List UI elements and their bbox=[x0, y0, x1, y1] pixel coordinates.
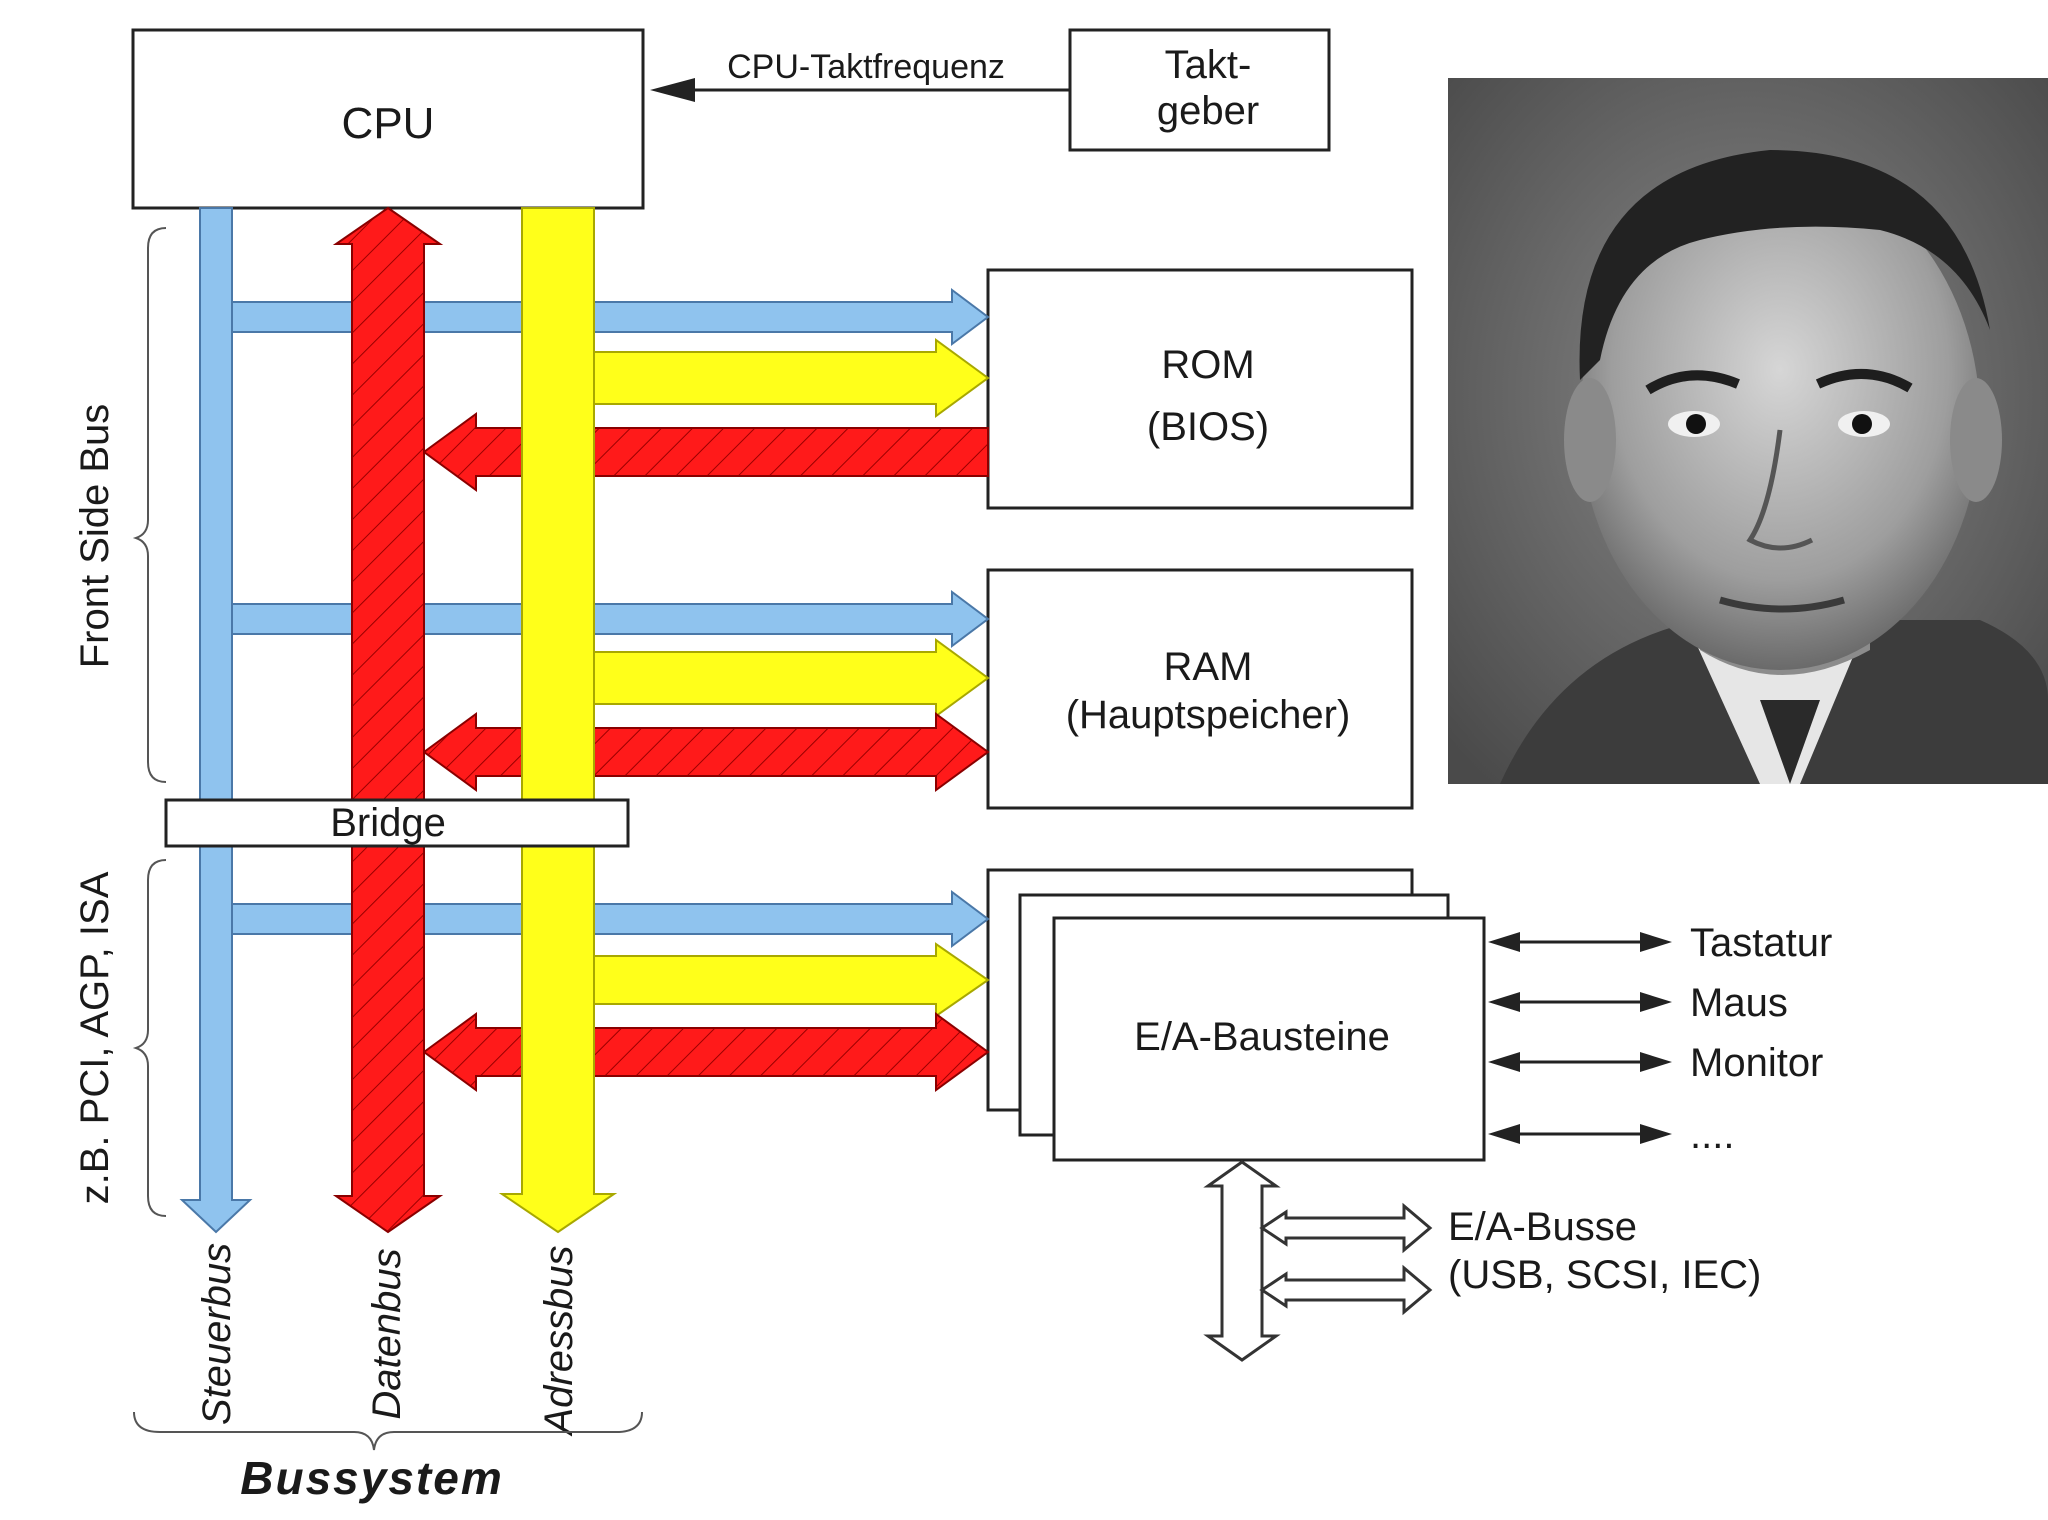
io-modules-stack: E/A-Bausteine bbox=[986, 868, 1486, 1162]
control-bus-to-io bbox=[231, 890, 990, 948]
io-bus-branch-upper bbox=[1259, 1202, 1433, 1254]
address-bus-to-ram bbox=[593, 638, 990, 718]
rom-label-line2: (BIOS) bbox=[1147, 405, 1269, 449]
data-bus-vertical bbox=[332, 206, 444, 1234]
clock-box: Takt- geber bbox=[1068, 28, 1331, 152]
peripheral-more: .... bbox=[1690, 1113, 1734, 1157]
io-connections bbox=[231, 890, 990, 1092]
rom-box: ROM (BIOS) bbox=[986, 268, 1414, 510]
cpu-box: CPU bbox=[131, 28, 645, 210]
control-bus-to-ram bbox=[231, 590, 990, 648]
io-bus-vertical bbox=[1203, 1160, 1281, 1362]
clock-signal-label: CPU-Taktfrequenz bbox=[727, 48, 1005, 86]
control-bus-to-rom bbox=[231, 288, 990, 346]
front-side-bus-label: Front Side Bus bbox=[73, 404, 117, 669]
io-bus-branch-lower bbox=[1259, 1264, 1433, 1316]
expansion-bus-brace: z.B. PCI, AGP, ISA bbox=[73, 859, 167, 1217]
bus-system-label: Bussystem bbox=[240, 1452, 503, 1504]
peripheral-monitor: Monitor bbox=[1690, 1041, 1823, 1085]
address-bus-label: Adressbus bbox=[537, 1246, 581, 1437]
bus-system-brace bbox=[133, 1411, 643, 1451]
expansion-bus-label: z.B. PCI, AGP, ISA bbox=[73, 871, 117, 1204]
peripheral-mouse: Maus bbox=[1690, 981, 1788, 1025]
rom-connections bbox=[231, 288, 990, 492]
clock-label-line1: Takt- bbox=[1165, 43, 1252, 87]
ram-label-line1: RAM bbox=[1164, 645, 1253, 689]
ram-connections bbox=[231, 590, 990, 792]
cpu-label: CPU bbox=[342, 99, 435, 148]
data-bus-from-rom bbox=[422, 412, 989, 492]
io-buses-label-line2: (USB, SCSI, IEC) bbox=[1448, 1253, 1761, 1297]
bridge-label: Bridge bbox=[330, 801, 446, 845]
data-bus-io bbox=[422, 1012, 990, 1092]
data-bus-ram bbox=[422, 712, 990, 792]
address-bus-to-io bbox=[593, 942, 990, 1018]
more-arrow bbox=[1488, 1124, 1672, 1144]
ram-label-line2: (Hauptspeicher) bbox=[1066, 693, 1351, 737]
address-bus-to-rom bbox=[593, 338, 990, 418]
peripheral-arrows bbox=[1488, 932, 1672, 1144]
mouse-arrow bbox=[1488, 992, 1672, 1012]
address-bus-vertical bbox=[498, 207, 618, 1234]
control-bus-vertical bbox=[179, 207, 253, 1234]
portrait-photo bbox=[1448, 78, 2048, 784]
front-side-bus-brace: Front Side Bus bbox=[73, 227, 167, 783]
rom-label-line1: ROM bbox=[1161, 343, 1254, 387]
ram-box: RAM (Hauptspeicher) bbox=[986, 568, 1414, 810]
bridge-box: Bridge bbox=[164, 798, 630, 848]
clock-signal-arrow: CPU-Taktfrequenz bbox=[650, 48, 1070, 102]
clock-label-line2: geber bbox=[1157, 89, 1259, 133]
control-bus-label: Steuerbus bbox=[195, 1243, 239, 1425]
io-modules-label: E/A-Bausteine bbox=[1134, 1015, 1390, 1059]
peripheral-keyboard: Tastatur bbox=[1690, 921, 1832, 965]
keyboard-arrow bbox=[1488, 932, 1672, 952]
data-bus-label: Datenbus bbox=[365, 1248, 409, 1419]
monitor-arrow bbox=[1488, 1052, 1672, 1072]
io-bus-arrows bbox=[1203, 1160, 1433, 1362]
io-buses-label-line1: E/A-Busse bbox=[1448, 1205, 1637, 1249]
